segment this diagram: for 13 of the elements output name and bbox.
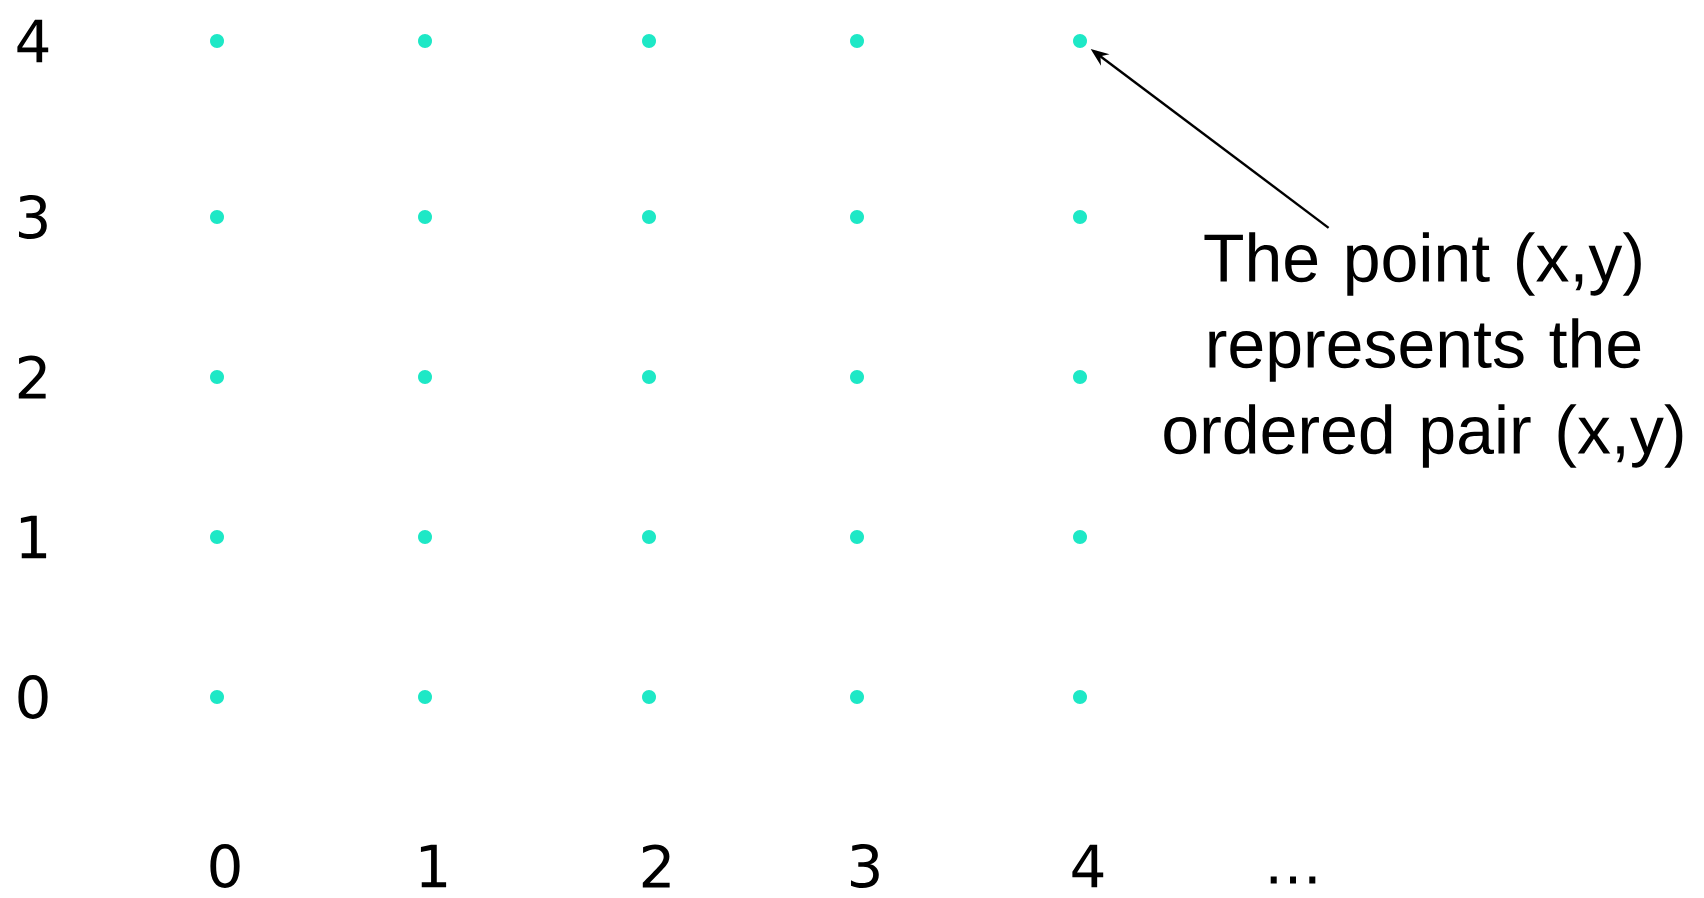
axis-number: 2: [642, 844, 670, 888]
axis-number: 3: [19, 195, 47, 239]
axis-number: 0: [210, 844, 240, 888]
axis-number: 1: [420, 844, 447, 888]
axis-number: 4: [17, 19, 49, 63]
axis-number: 0: [18, 675, 48, 719]
grid-dot: [1073, 34, 1087, 48]
axis-number: 3: [851, 844, 879, 888]
axis-number: 4: [1072, 844, 1104, 888]
axis-number: 1: [20, 515, 47, 559]
annotation-text: The point (x,y) represents the ordered pair (x,y): [1164, 232, 1683, 468]
ellipsis: …: [1270, 876, 1316, 884]
axis-number: 2: [18, 355, 46, 399]
